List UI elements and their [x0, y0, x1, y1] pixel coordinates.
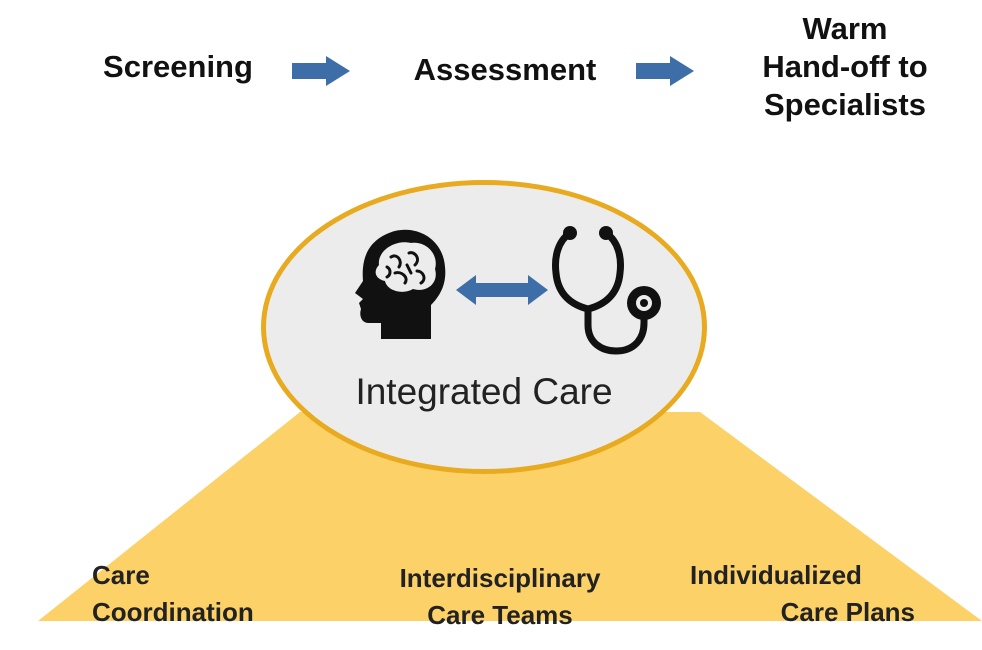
- integrated-care-ellipse: Integrated Care: [261, 180, 707, 474]
- pillar-label-line: Care Plans: [780, 597, 915, 627]
- pillar-interdisciplinary-care-teams: Interdisciplinary Care Teams: [370, 560, 630, 634]
- step-warm-handoff-line: Hand-off to: [762, 49, 928, 84]
- step-assessment: Assessment: [413, 52, 597, 87]
- pillar-care-coordination: Care Coordination: [92, 557, 254, 631]
- pillar-label-line: Individualized: [690, 560, 862, 590]
- pillar-label-line: Interdisciplinary: [399, 563, 601, 593]
- double-arrow-icon: [456, 275, 548, 305]
- step-warm-handoff-line: Specialists: [764, 87, 926, 122]
- step-warm-handoff-line: Warm: [802, 11, 888, 46]
- pillar-label-line: Care: [92, 560, 150, 590]
- stethoscope-icon: [552, 226, 661, 355]
- step-screening: Screening: [103, 49, 253, 84]
- pillar-individualized-care-plans: Individualized Care Plans: [690, 557, 915, 631]
- pillar-label-line: Coordination: [92, 597, 254, 627]
- integrated-care-title: Integrated Care: [355, 371, 613, 412]
- right-arrow-icon: [292, 56, 350, 86]
- step-warm-handoff: Warm Hand-off to Specialists: [740, 10, 950, 124]
- brain-head-icon: [355, 229, 446, 339]
- right-arrow-icon: [636, 56, 694, 86]
- pillar-label-line: Care Teams: [427, 600, 573, 630]
